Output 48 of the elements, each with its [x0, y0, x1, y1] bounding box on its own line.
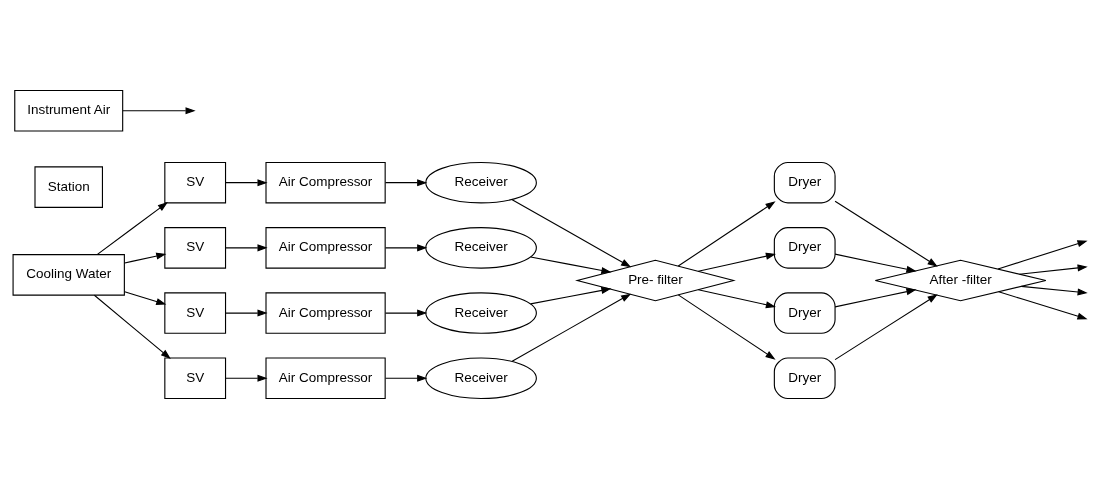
arrow — [124, 291, 167, 305]
node-box: Instrument Air — [14, 89, 124, 132]
arrow — [834, 200, 938, 267]
node-box: Dryer — [773, 227, 836, 269]
node-ellipse: Receiver — [425, 227, 537, 269]
arrow — [834, 253, 917, 273]
node-ellipse: Receiver — [425, 292, 537, 334]
arrow — [834, 288, 917, 308]
arrow — [697, 252, 776, 272]
arrow — [530, 286, 612, 305]
node-box: Dryer — [773, 292, 836, 334]
arrow — [511, 199, 632, 268]
node-ellipse: Receiver — [425, 357, 537, 400]
arrow — [384, 179, 428, 187]
node-box: Dryer — [773, 161, 836, 204]
node-box: Air Compressor — [265, 227, 386, 269]
node-ellipse: Receiver — [425, 161, 537, 204]
arrow — [124, 252, 167, 264]
arrow — [93, 294, 171, 359]
arrow — [697, 289, 776, 309]
arrow — [225, 374, 268, 382]
node-box: Air Compressor — [265, 161, 386, 204]
node-box: SV — [164, 357, 227, 400]
arrow — [998, 291, 1088, 320]
node-box: SV — [164, 227, 227, 269]
arrow — [122, 107, 196, 115]
arrow — [677, 294, 776, 360]
node-box: Air Compressor — [265, 357, 386, 400]
arrow — [834, 294, 938, 361]
arrow — [511, 293, 632, 362]
arrow — [997, 240, 1088, 270]
arrow — [225, 179, 268, 187]
node-box: SV — [164, 161, 227, 204]
node-box: Cooling Water — [12, 254, 125, 296]
arrow — [677, 201, 776, 267]
arrow — [1020, 285, 1088, 296]
arrow — [1018, 264, 1088, 275]
node-box: Station — [34, 166, 103, 208]
arrow — [96, 202, 168, 255]
arrow — [384, 374, 428, 382]
arrow — [384, 244, 428, 252]
node-box: Air Compressor — [265, 292, 386, 334]
arrow — [225, 309, 268, 317]
node-box: SV — [164, 292, 227, 334]
node-box: Dryer — [773, 357, 836, 400]
arrow — [530, 256, 612, 274]
arrow — [384, 309, 428, 317]
arrow — [225, 244, 268, 252]
